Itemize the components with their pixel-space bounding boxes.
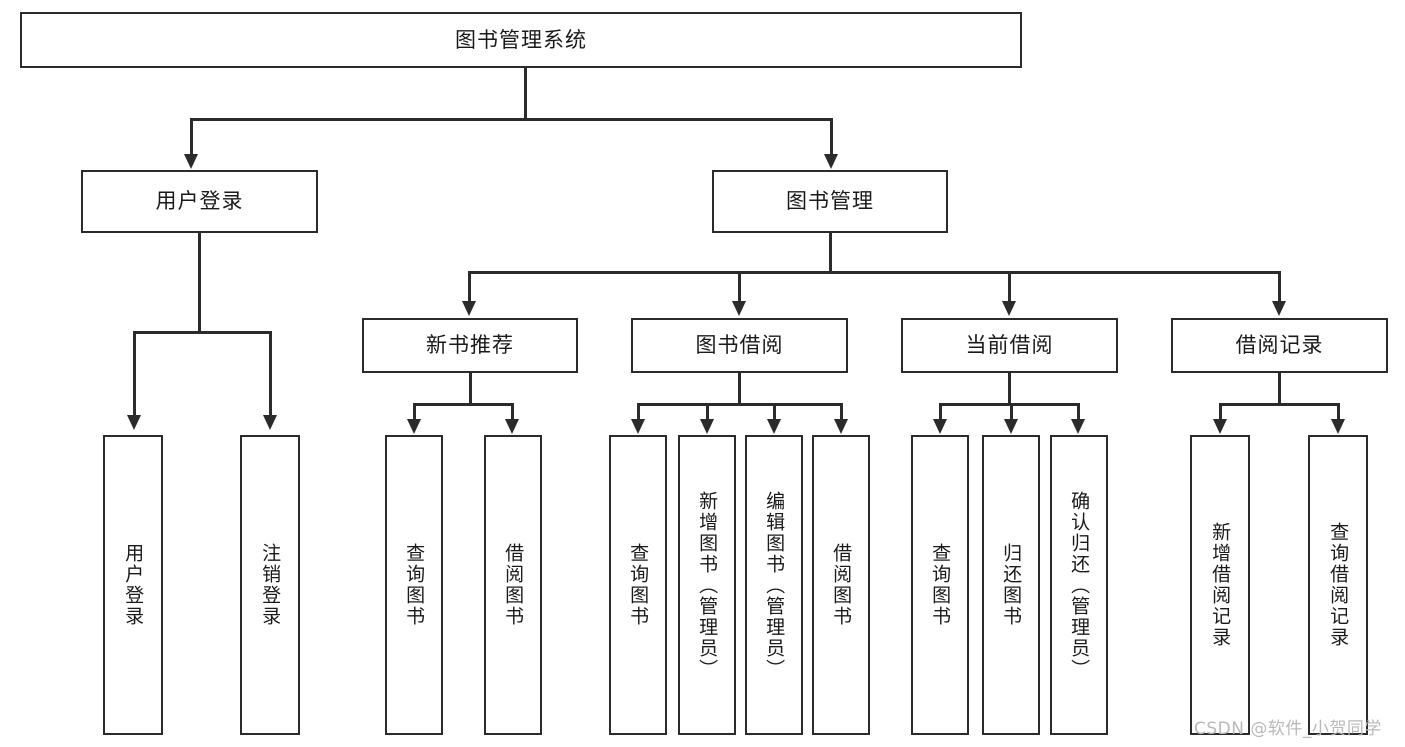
arrow-to-leaf-user-login <box>127 415 141 430</box>
connector-new-books-bar <box>413 403 513 406</box>
connector-book-borrow-c3 <box>773 403 776 421</box>
node-label: 查询图书 <box>403 543 426 627</box>
arrow-to-leaf-add-record <box>1213 419 1227 434</box>
connector-level2-bar <box>468 271 1280 274</box>
node-book-borrow[interactable]: 图书借阅 <box>631 318 848 373</box>
node-label: 查询图书 <box>627 543 650 627</box>
arrow-to-leaf-query-record <box>1331 419 1345 434</box>
connector-to-book-borrow <box>738 271 741 303</box>
node-user-login[interactable]: 用户登录 <box>81 170 318 233</box>
connector-book-borrow-c2 <box>706 403 709 421</box>
leaf-add-borrow-record[interactable]: 新增借阅记录 <box>1190 435 1250 735</box>
node-label: 新书推荐 <box>426 333 514 357</box>
node-new-book-recommend[interactable]: 新书推荐 <box>362 318 578 373</box>
connector-book-borrow-c4 <box>840 403 843 421</box>
leaf-query-borrow-record[interactable]: 查询借阅记录 <box>1308 435 1368 735</box>
connector-to-user-login <box>190 118 193 156</box>
connector-current-borrow-stem <box>1008 373 1011 405</box>
connector-user-login-stem <box>198 233 201 333</box>
leaf-edit-book-admin[interactable]: 编辑图书（管理员） <box>745 435 803 735</box>
leaf-return-book[interactable]: 归还图书 <box>982 435 1040 735</box>
leaf-logout[interactable]: 注销登录 <box>240 435 300 735</box>
csdn-watermark: CSDN @软件_小贺同学 <box>1194 719 1382 739</box>
leaf-borrow-book-new[interactable]: 借阅图书 <box>484 435 542 735</box>
node-label: 查询图书 <box>929 543 952 627</box>
node-label: 借阅图书 <box>830 543 853 627</box>
arrow-to-leaf-query-book-2 <box>631 419 645 434</box>
node-label: 新增图书（管理员） <box>696 490 719 680</box>
leaf-query-book-borrow[interactable]: 查询图书 <box>609 435 667 735</box>
node-label: 借阅记录 <box>1235 333 1324 357</box>
connector-to-book-manage <box>830 118 833 156</box>
connector-level1-bar <box>190 118 833 121</box>
node-book-management[interactable]: 图书管理 <box>712 170 948 233</box>
arrow-to-leaf-borrow-book-2 <box>834 419 848 434</box>
connector-current-borrow-c3 <box>1077 403 1080 421</box>
connector-to-new-books <box>468 271 471 303</box>
node-label: 用户登录 <box>155 189 244 213</box>
arrow-to-leaf-query-book-3 <box>933 419 947 434</box>
leaf-query-book-current[interactable]: 查询图书 <box>911 435 969 735</box>
connector-current-borrow-bar <box>939 403 1079 406</box>
node-borrow-records[interactable]: 借阅记录 <box>1171 318 1388 373</box>
arrow-to-leaf-return-book <box>1004 419 1018 434</box>
leaf-borrow-book[interactable]: 借阅图书 <box>812 435 870 735</box>
node-label: 用户登录 <box>122 543 145 627</box>
leaf-confirm-return-admin[interactable]: 确认归还（管理员） <box>1050 435 1108 735</box>
connector-book-borrow-bar <box>637 403 843 406</box>
leaf-user-login[interactable]: 用户登录 <box>103 435 163 735</box>
node-root-system[interactable]: 图书管理系统 <box>20 12 1022 68</box>
arrow-to-borrow-records <box>1272 301 1286 316</box>
connector-book-borrow-stem <box>738 373 741 405</box>
node-label: 确认归还（管理员） <box>1068 490 1091 680</box>
connector-borrow-records-bar <box>1219 403 1339 406</box>
node-label: 编辑图书（管理员） <box>763 490 786 680</box>
arrow-to-leaf-confirm-return <box>1071 419 1085 434</box>
arrow-to-book-manage <box>824 154 838 169</box>
arrow-to-current-borrow <box>1002 301 1016 316</box>
connector-borrow-records-c1 <box>1219 403 1222 421</box>
node-label: 查询借阅记录 <box>1327 522 1350 648</box>
connector-new-books-c1 <box>413 403 416 421</box>
arrow-to-leaf-borrow-book-1 <box>505 419 519 434</box>
node-label: 图书管理 <box>786 189 874 213</box>
node-label: 图书借阅 <box>695 333 784 357</box>
connector-to-borrow-records <box>1278 271 1281 303</box>
node-label: 归还图书 <box>1000 543 1023 627</box>
connector-new-books-stem <box>469 373 472 405</box>
connector-borrow-records-stem <box>1278 373 1281 405</box>
connector-book-manage-stem <box>829 233 832 273</box>
node-label: 图书管理系统 <box>455 27 587 52</box>
leaf-add-book-admin[interactable]: 新增图书（管理员） <box>678 435 736 735</box>
connector-current-borrow-c1 <box>939 403 942 421</box>
node-label: 借阅图书 <box>502 543 525 627</box>
node-label: 注销登录 <box>259 543 282 627</box>
node-current-borrow[interactable]: 当前借阅 <box>901 318 1118 373</box>
arrow-to-leaf-query-book-1 <box>407 419 421 434</box>
connector-current-borrow-c2 <box>1010 403 1013 421</box>
connector-user-login-right <box>269 331 272 417</box>
connector-borrow-records-c2 <box>1337 403 1340 421</box>
arrow-to-leaf-edit-book <box>767 419 781 434</box>
arrow-to-leaf-add-book <box>700 419 714 434</box>
arrow-to-book-borrow <box>732 301 746 316</box>
connector-root-stem <box>524 68 527 120</box>
leaf-query-book-new[interactable]: 查询图书 <box>385 435 443 735</box>
connector-user-login-bar <box>133 331 271 334</box>
arrow-to-new-books <box>462 301 476 316</box>
connector-user-login-left <box>133 331 136 417</box>
connector-new-books-c2 <box>511 403 514 421</box>
arrow-to-leaf-logout <box>263 415 277 430</box>
node-label: 新增借阅记录 <box>1209 522 1232 648</box>
connector-to-current-borrow <box>1008 271 1011 303</box>
connector-book-borrow-c1 <box>637 403 640 421</box>
arrow-to-user-login <box>184 154 198 169</box>
node-label: 当前借阅 <box>965 333 1054 357</box>
